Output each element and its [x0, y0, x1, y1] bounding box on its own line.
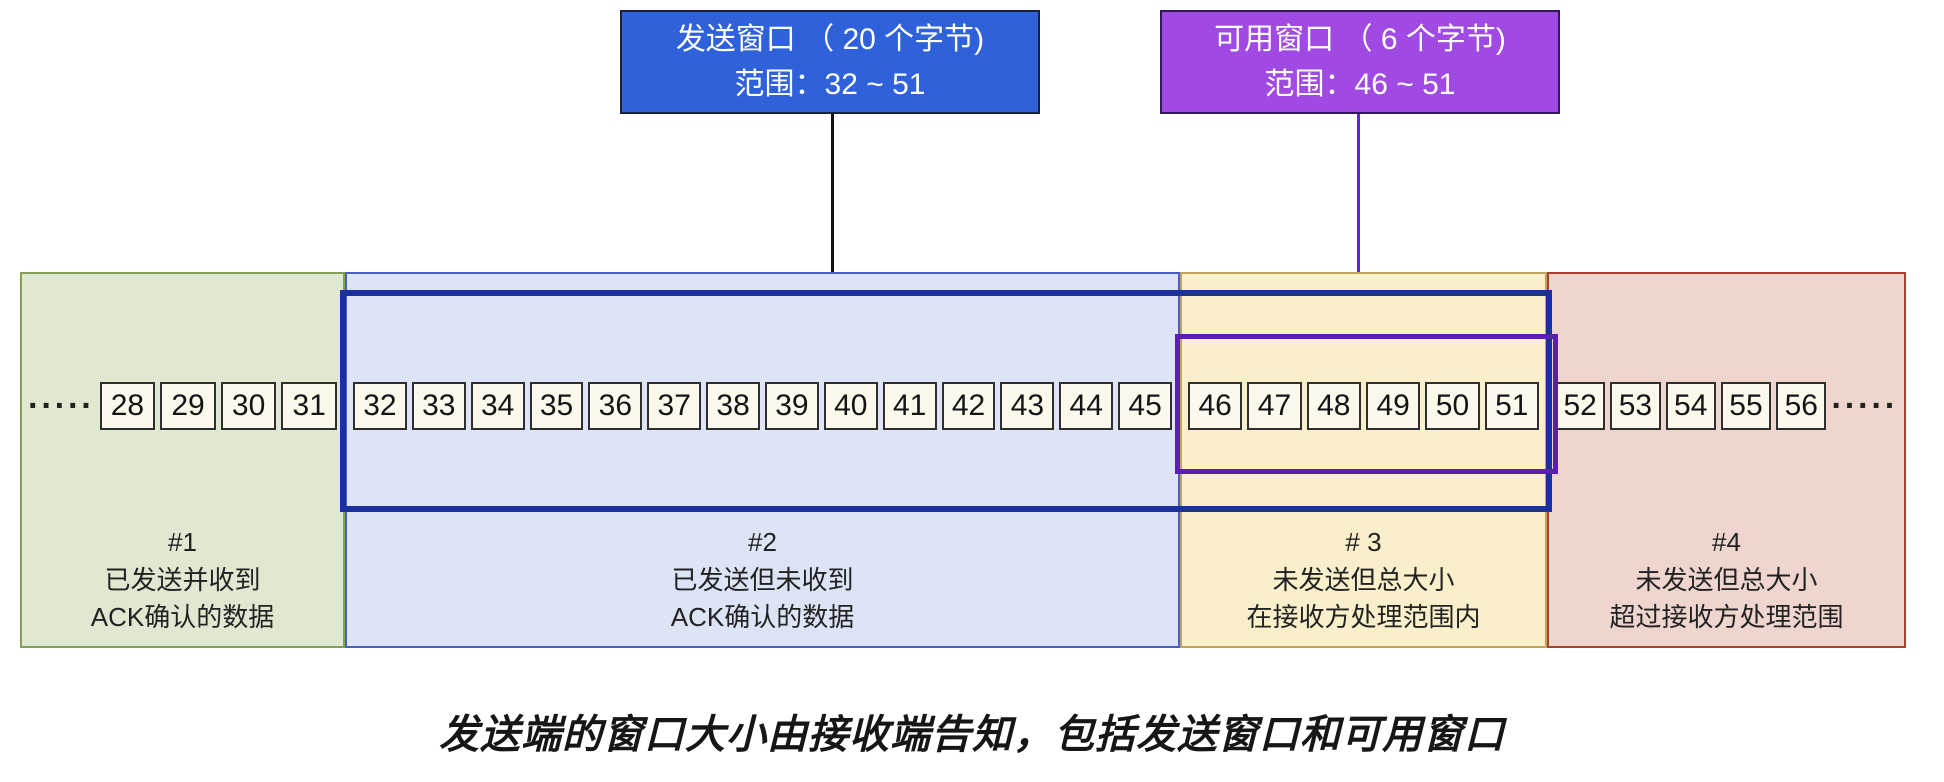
byte-cell: 45 [1118, 382, 1173, 430]
right-ellipsis: ····· [1831, 386, 1899, 425]
send-window-callout-line1: 发送窗口 （ 20 个字节) [675, 23, 985, 56]
send-window-arrow-line [831, 114, 834, 282]
region-4-label-line2: 未发送但总大小 [1635, 564, 1818, 595]
region-3-label-line2: 未发送但总大小 [1272, 564, 1455, 595]
byte-cell: 42 [941, 382, 996, 430]
byte-cell: 46 [1188, 382, 1243, 430]
byte-cell: 55 [1720, 382, 1772, 430]
region-1-label-line2: 已发送并收到 [104, 564, 261, 595]
byte-cell: 33 [411, 382, 466, 430]
byte-cell: 52 [1555, 382, 1606, 430]
byte-cell: 40 [823, 382, 878, 430]
region-2-label-line2: 已发送但未收到 [671, 564, 854, 595]
byte-cell: 37 [647, 382, 702, 430]
diagram-caption: 发送端的窗口大小由接收端告知，包括发送窗口和可用窗口 [439, 713, 1505, 757]
byte-cell: 53 [1610, 382, 1661, 430]
byte-cell: 47 [1247, 382, 1302, 430]
send-window-callout: 发送窗口 （ 20 个字节) 范围：32 ~ 51 [620, 10, 1040, 114]
byte-cell: 41 [882, 382, 937, 430]
byte-cell: 35 [529, 382, 584, 430]
byte-cell: 49 [1365, 382, 1421, 430]
byte-cell: 48 [1306, 382, 1361, 430]
region-3-label: # 3 未发送但总大小 在接收方处理范围内 [1182, 524, 1545, 637]
region-4-label-line3: 超过接收方处理范围 [1609, 602, 1844, 633]
byte-cell: 56 [1776, 382, 1827, 430]
region-4-label-id: #4 [1712, 527, 1741, 557]
left-ellipsis: ····· [28, 386, 95, 425]
byte-cell: 50 [1425, 382, 1480, 430]
byte-cell: 28 [99, 382, 156, 430]
byte-cell: 34 [470, 382, 525, 430]
region-3-label-line3: 在接收方处理范围内 [1246, 602, 1481, 633]
available-window-arrow-line [1357, 114, 1360, 320]
byte-cell: 44 [1059, 382, 1114, 430]
region-1-label-id: #1 [168, 527, 197, 557]
byte-cell: 32 [353, 382, 407, 430]
region-1-label: #1 已发送并收到 ACK确认的数据 [22, 524, 343, 637]
region-3-label-id: # 3 [1345, 527, 1382, 557]
byte-cell: 30 [220, 382, 277, 430]
region-2-label: #2 已发送但未收到 ACK确认的数据 [347, 524, 1178, 637]
region-2-label-line3: ACK确认的数据 [670, 602, 855, 633]
region-2-label-id: #2 [748, 527, 777, 557]
send-window-callout-line2: 范围：32 ~ 51 [734, 68, 926, 101]
byte-cell: 51 [1484, 382, 1539, 430]
region-4-label: #4 未发送但总大小 超过接收方处理范围 [1549, 524, 1904, 637]
byte-cell: 31 [281, 382, 337, 430]
byte-cell: 43 [1000, 382, 1055, 430]
byte-cell: 36 [588, 382, 643, 430]
available-window-callout: 可用窗口 （ 6 个字节) 范围：46 ~ 51 [1160, 10, 1560, 114]
available-window-callout-line1: 可用窗口 （ 6 个字节) [1214, 23, 1506, 56]
byte-cell: 39 [765, 382, 819, 430]
byte-cell: 54 [1665, 382, 1716, 430]
region-1-label-line3: ACK确认的数据 [90, 602, 275, 633]
byte-cell: 29 [160, 382, 216, 430]
available-window-callout-line2: 范围：46 ~ 51 [1264, 68, 1456, 101]
byte-cell: 38 [706, 382, 761, 430]
